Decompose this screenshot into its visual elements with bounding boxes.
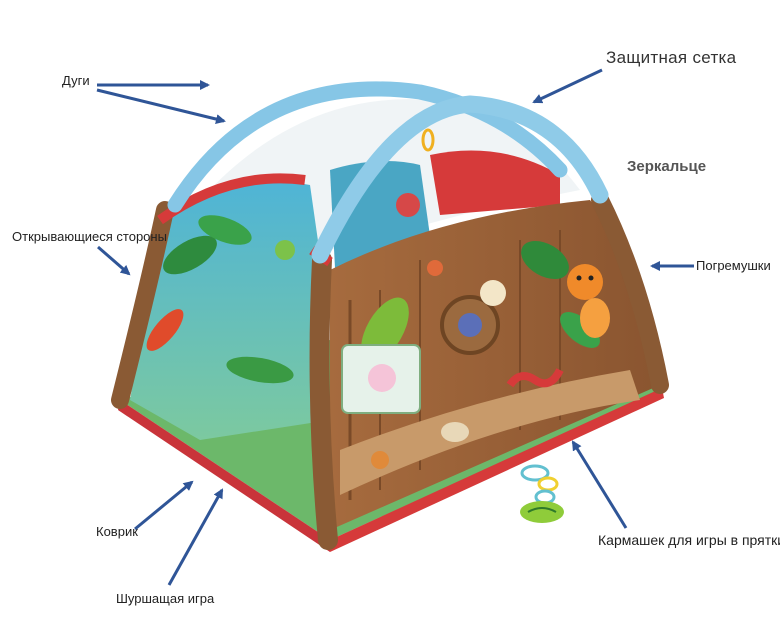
tiger-eye (576, 275, 582, 281)
label-safety-net: Защитная сетка (606, 48, 737, 67)
hanging-ring (421, 128, 435, 152)
label-opening-sides: Открывающиеся стороны (12, 229, 167, 244)
squirrel (371, 451, 389, 469)
leaf (146, 309, 184, 351)
teether-vein (527, 507, 557, 513)
mirror-face (458, 313, 482, 337)
leaf (163, 235, 217, 275)
leaf-teether (520, 501, 564, 523)
label-mat: Коврик (96, 524, 138, 539)
link-toy (520, 464, 550, 482)
leaf (198, 215, 252, 245)
corner-pole-right (591, 191, 669, 394)
arrow-shur (167, 488, 224, 586)
corner-pole-left (111, 201, 174, 409)
corner-pole-center (309, 250, 338, 550)
leaf (226, 356, 294, 384)
label-hide-pocket: Кармашек для игры в прятки (598, 532, 780, 548)
label-mirror: Зеркальце (627, 158, 707, 175)
label-arches: Дуги (62, 73, 90, 88)
mat-edge (118, 400, 330, 552)
label-rattles: Погремушки (696, 258, 771, 273)
tiger-eye (588, 275, 594, 281)
link-toy (537, 476, 559, 492)
ball (368, 364, 396, 392)
tiger-body (580, 298, 610, 338)
flower (396, 193, 420, 217)
hide-seek-pocket-log (340, 370, 640, 495)
nest (441, 422, 469, 442)
snail (427, 260, 443, 276)
leaf (560, 312, 600, 348)
label-crinkle-play: Шуршащая игра (116, 591, 215, 606)
arrow-otkr (97, 245, 131, 276)
arrow-setka (532, 68, 603, 104)
arch-back (167, 81, 568, 213)
right-back-panel (430, 150, 560, 215)
caterpillar (506, 368, 564, 388)
leaf (521, 241, 569, 279)
arch-front (311, 95, 609, 264)
arrow-dugi-2 (96, 88, 226, 124)
number-badge (480, 280, 506, 306)
frog (275, 240, 295, 260)
mat-edge-front (330, 388, 664, 552)
arrow-karm (571, 440, 628, 529)
arrow-kovr (134, 480, 194, 531)
tiger-rattle (567, 264, 603, 300)
